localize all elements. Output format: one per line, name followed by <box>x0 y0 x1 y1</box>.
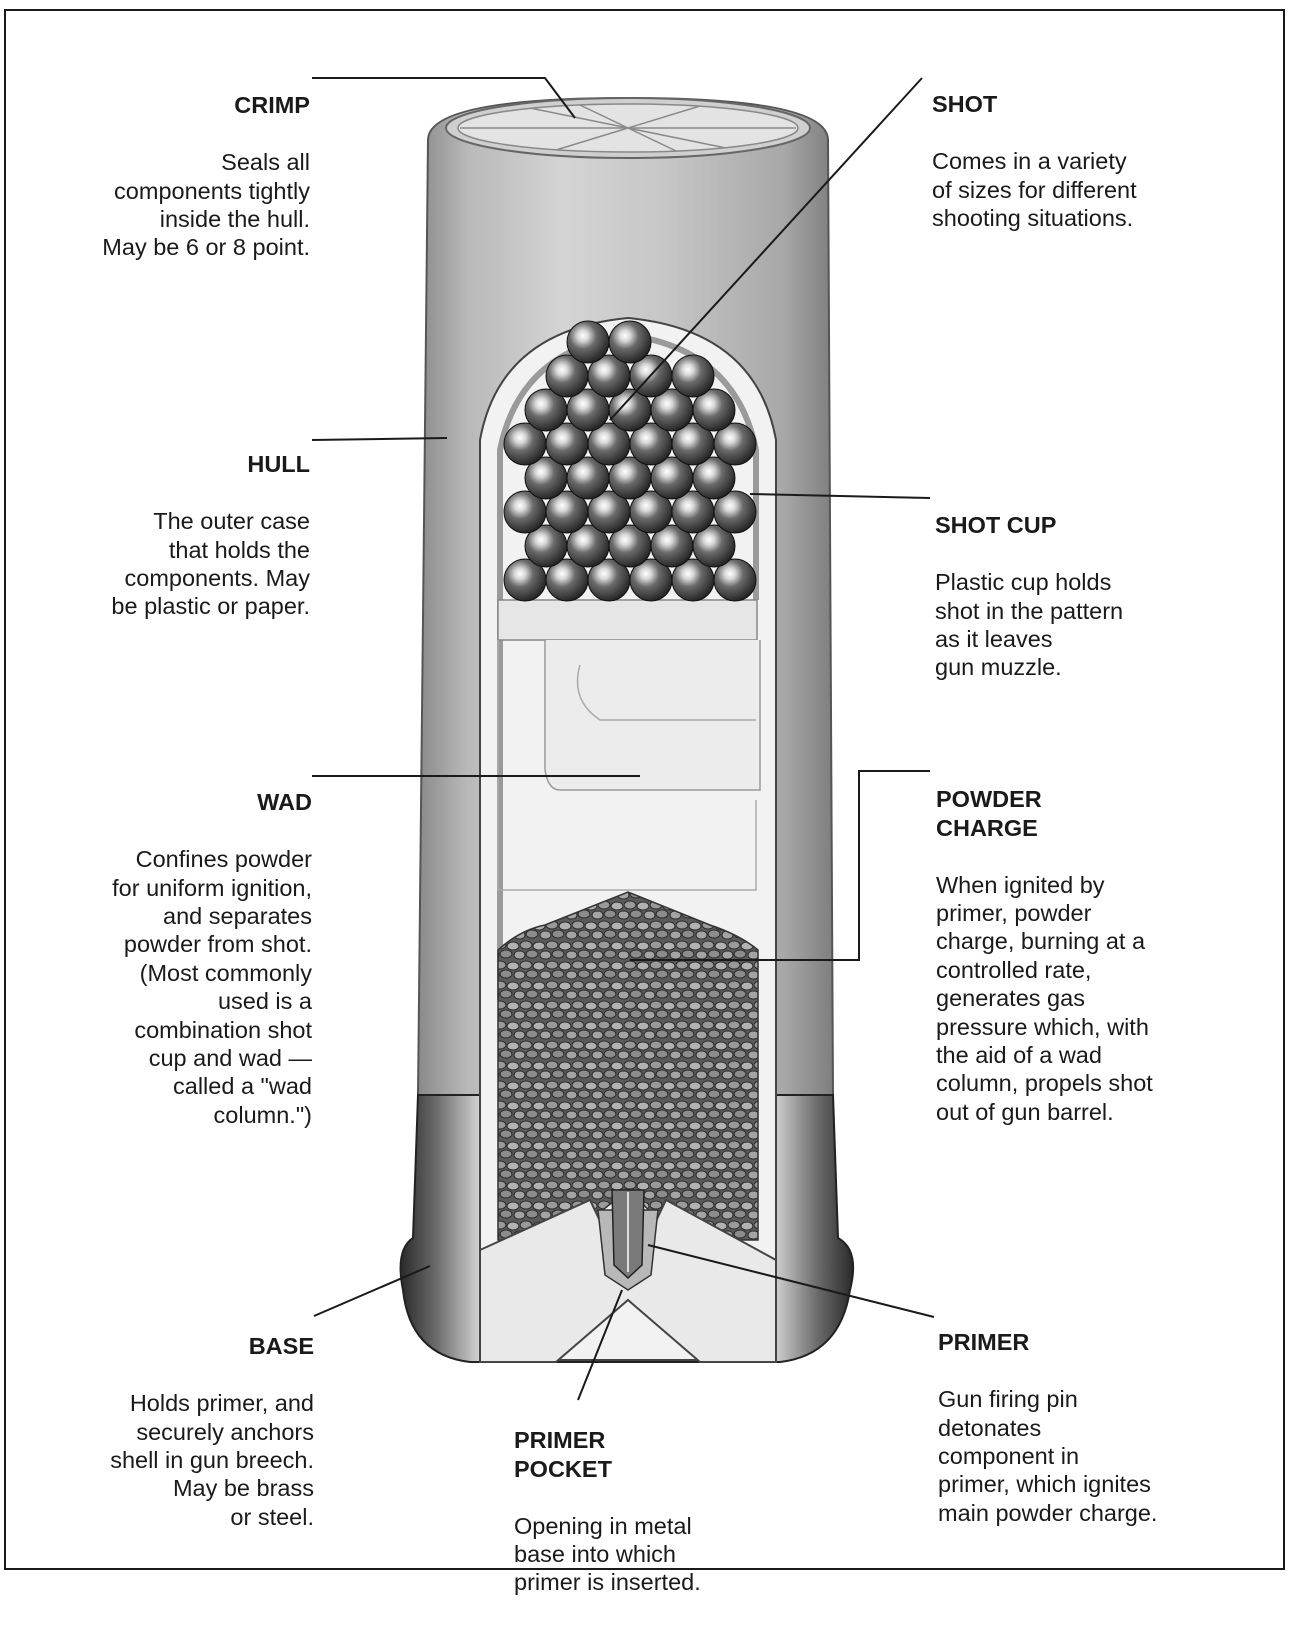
shot-pellet <box>672 355 714 397</box>
shot-description: Comes in a variety of sizes for differen… <box>932 147 1232 232</box>
base-title: BASE <box>20 1332 314 1360</box>
label-crimp: CRIMP Seals all components tightly insid… <box>20 63 310 290</box>
label-powder-charge: POWDER CHARGE When ignited by primer, po… <box>936 757 1236 1155</box>
hull-description: The outer case that holds the components… <box>20 507 310 621</box>
shot-title: SHOT <box>932 90 1232 118</box>
shot-cup-description: Plastic cup holds shot in the pattern as… <box>935 568 1235 682</box>
shot-pellet <box>609 321 651 363</box>
primer-pocket-title: PRIMER POCKET <box>514 1426 774 1483</box>
label-hull: HULL The outer case that holds the compo… <box>20 422 310 649</box>
powder-charge-title: POWDER CHARGE <box>936 785 1236 842</box>
hull-title: HULL <box>20 450 310 478</box>
wad-title: WAD <box>20 788 312 816</box>
label-wad: WAD Confines powder for uniform ignition… <box>20 760 312 1158</box>
shot-pellet <box>567 321 609 363</box>
crimp-top <box>446 98 810 158</box>
label-primer: PRIMER Gun firing pin detonates componen… <box>938 1300 1238 1556</box>
primer-title: PRIMER <box>938 1328 1238 1356</box>
wad-description: Confines powder for uniform ignition, an… <box>20 845 312 1129</box>
crimp-title: CRIMP <box>20 91 310 119</box>
crimp-description: Seals all components tightly inside the … <box>20 148 310 262</box>
primer-description: Gun firing pin detonates component in pr… <box>938 1385 1238 1527</box>
powder-charge-description: When ignited by primer, powder charge, b… <box>936 871 1236 1127</box>
label-base: BASE Holds primer, and securely anchors … <box>20 1304 314 1560</box>
base-description: Holds primer, and securely anchors shell… <box>20 1389 314 1531</box>
shot-cup-title: SHOT CUP <box>935 511 1235 539</box>
label-primer-pocket: PRIMER POCKET Opening in metal base into… <box>514 1398 774 1625</box>
label-shot-cup: SHOT CUP Plastic cup holds shot in the p… <box>935 483 1235 710</box>
label-shot: SHOT Comes in a variety of sizes for dif… <box>932 62 1232 261</box>
primer-pocket-description: Opening in metal base into which primer … <box>514 1512 774 1597</box>
